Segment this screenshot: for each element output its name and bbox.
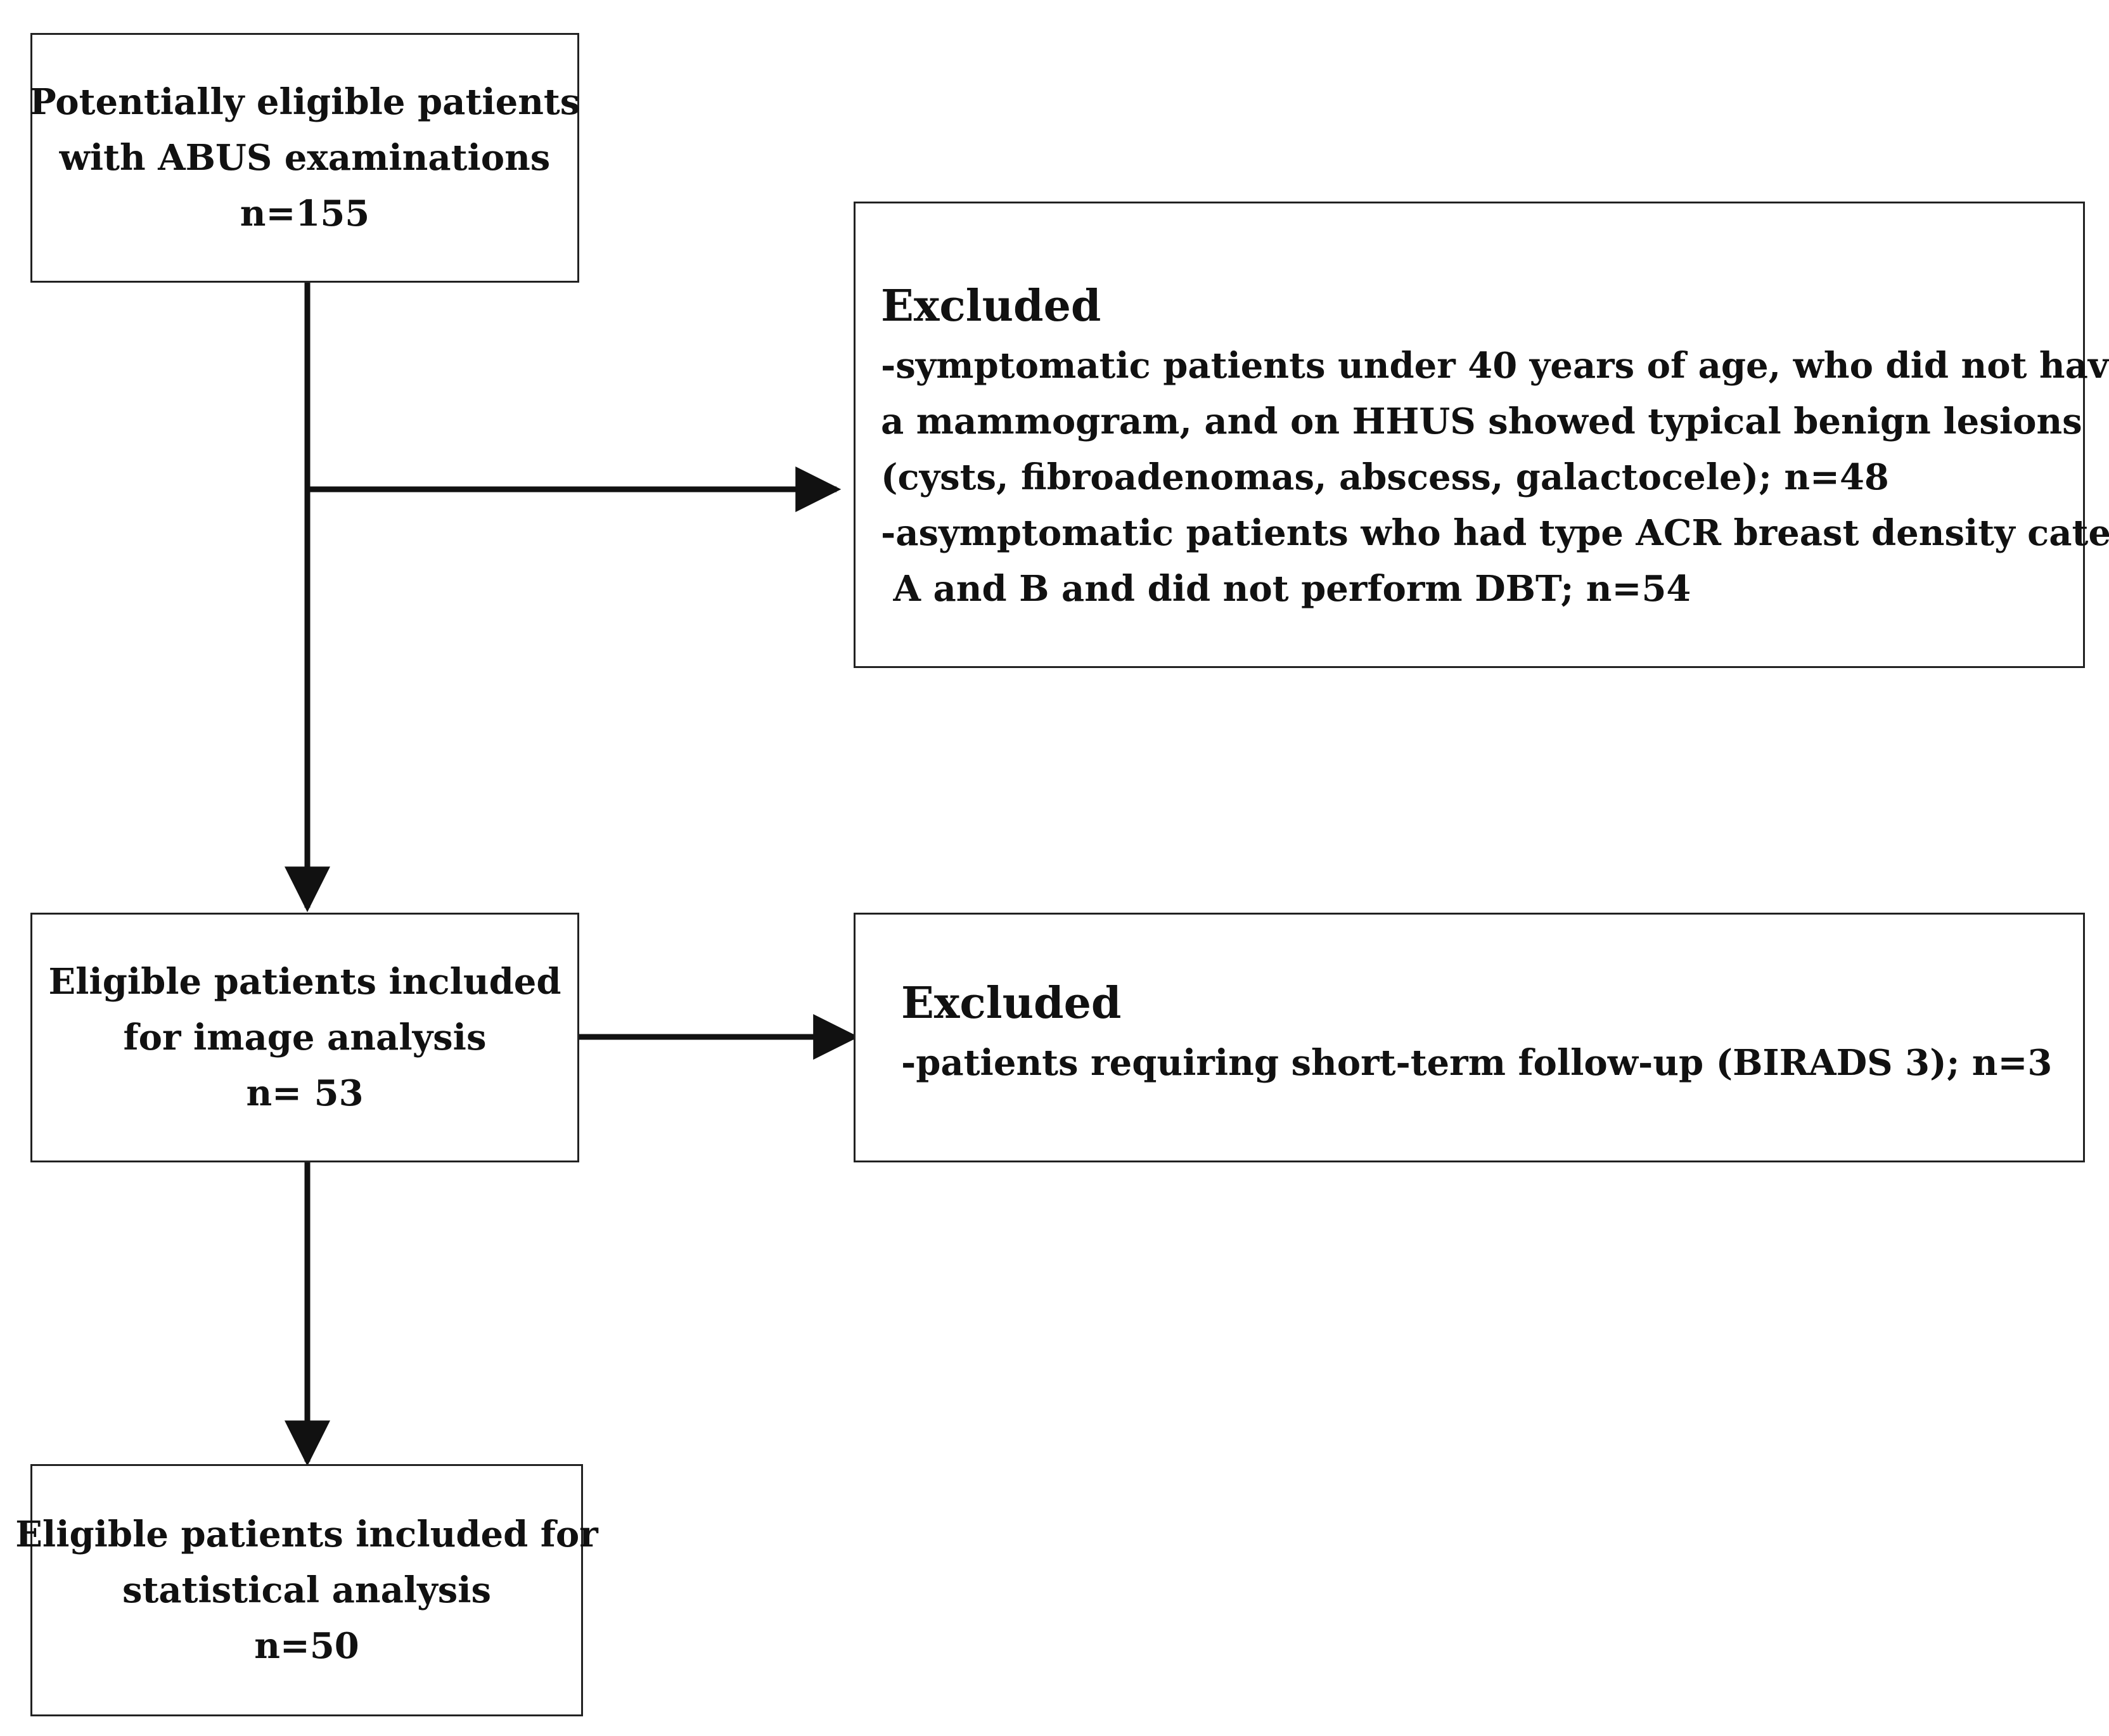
excluded-1-line-5: A and B and did not perform DBT; n=54 xyxy=(881,568,1691,610)
potentially-eligible-line-2: with ABUS examinations xyxy=(59,137,551,179)
image-analysis-line-1: Eligible patients included xyxy=(48,961,561,1003)
potentially-eligible-box: Potentially eligible patients with ABUS … xyxy=(29,33,580,283)
statistical-analysis-count: n=50 xyxy=(254,1625,359,1667)
excluded-1-line-2: a mammogram, and on HHUS showed typical … xyxy=(881,401,2082,442)
statistical-analysis-box: Eligible patients included for statistic… xyxy=(15,1464,598,1716)
excluded-2-heading: Excluded xyxy=(901,978,1122,1029)
excluded-1-line-3: (cysts, fibroadenomas, abscess, galactoc… xyxy=(881,456,1889,498)
excluded-1-line-1: -symptomatic patients under 40 years of … xyxy=(881,345,2109,387)
excluded-2-line-1: -patients requiring short-term follow-up… xyxy=(901,1042,2053,1084)
potentially-eligible-count: n=155 xyxy=(240,193,370,235)
excluded-box-1: Excluded -symptomatic patients under 40 … xyxy=(854,202,2109,668)
statistical-analysis-line-2: statistical analysis xyxy=(122,1569,492,1611)
statistical-analysis-line-1: Eligible patients included for xyxy=(15,1514,598,1555)
image-analysis-box: Eligible patients included for image ana… xyxy=(30,913,579,1162)
potentially-eligible-line-1: Potentially eligible patients xyxy=(29,81,580,123)
image-analysis-line-2: for image analysis xyxy=(123,1017,487,1058)
excluded-box-2: Excluded -patients requiring short-term … xyxy=(854,913,2085,1162)
excluded-1-line-4: -asymptomatic patients who had type ACR … xyxy=(881,512,2109,554)
image-analysis-count: n= 53 xyxy=(246,1072,364,1114)
excluded-1-heading: Excluded xyxy=(881,281,1101,331)
